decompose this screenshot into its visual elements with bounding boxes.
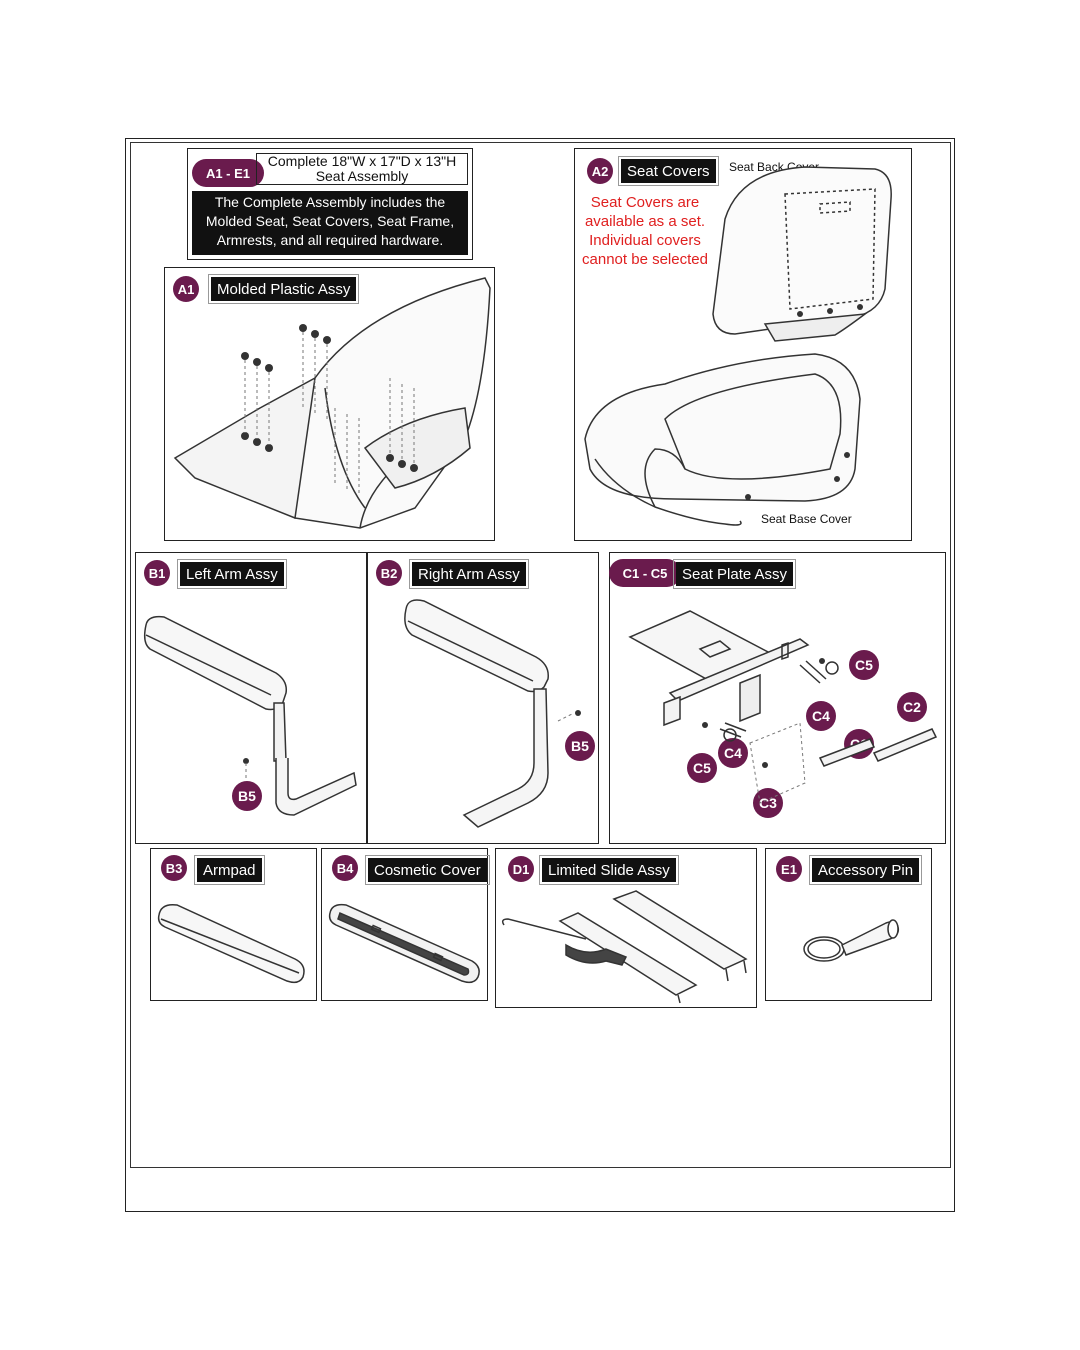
page-inner-frame bbox=[130, 142, 951, 1168]
complete-title-line2: Seat Assembly bbox=[315, 168, 409, 184]
panel-b2[interactable]: B2 Right Arm Assy B5 bbox=[367, 552, 599, 844]
panel-a2[interactable]: A2 Seat Covers Seat Back Cover Seat Cove… bbox=[574, 148, 912, 541]
panel-c[interactable]: C1 - C5 Seat Plate Assy C5 C4 C2 C1 C4 C… bbox=[609, 552, 946, 844]
note-line1: Seat Covers are bbox=[590, 194, 700, 211]
complete-desc-line1: The Complete Assembly includes the bbox=[214, 194, 446, 210]
badge-d1: D1 bbox=[508, 856, 534, 882]
label-b2: Right Arm Assy bbox=[409, 559, 529, 589]
panel-d1[interactable]: D1 Limited Slide Assy bbox=[495, 848, 757, 1008]
badge-b3: B3 bbox=[161, 855, 187, 881]
right-arm-illustration bbox=[404, 599, 581, 828]
callout-c5-bottom: C5 bbox=[687, 753, 717, 783]
callout-c4-top: C4 bbox=[806, 701, 836, 731]
badge-complete[interactable]: A1 - E1 bbox=[192, 159, 264, 187]
label-b3: Armpad bbox=[194, 855, 265, 885]
panel-b4[interactable]: B4 Cosmetic Cover bbox=[321, 848, 490, 1001]
note-line4: cannot be selected bbox=[582, 251, 708, 268]
badge-c: C1 - C5 bbox=[609, 559, 681, 587]
accessory-pin-illustration bbox=[803, 919, 900, 962]
panel-b3[interactable]: B3 Armpad bbox=[150, 848, 317, 1001]
badge-b1: B1 bbox=[144, 560, 170, 586]
complete-desc-line2: Molded Seat, Seat Covers, Seat Frame, bbox=[205, 213, 455, 229]
label-a1: Molded Plastic Assy bbox=[207, 274, 360, 304]
badge-b4: B4 bbox=[332, 855, 358, 881]
limited-slide-illustration bbox=[501, 890, 748, 1004]
cosmetic-cover-illustration bbox=[328, 903, 480, 984]
callout-c4-bottom: C4 bbox=[718, 738, 748, 768]
page-outer-frame bbox=[125, 138, 955, 1212]
callout-c5-top: C5 bbox=[849, 650, 879, 680]
seat-base-cover-label: Seat Base Cover bbox=[761, 512, 852, 526]
callout-b5-left: B5 bbox=[232, 781, 262, 811]
label-b1: Left Arm Assy bbox=[177, 559, 287, 589]
complete-title: Complete 18"W x 17"D x 13"H Seat Assembl… bbox=[256, 153, 468, 185]
panel-b1[interactable]: B1 Left Arm Assy B5 bbox=[135, 552, 367, 844]
panel-a1[interactable]: A1 Molded Plastic Assy bbox=[164, 267, 495, 541]
callout-c2: C2 bbox=[897, 692, 927, 722]
label-c: Seat Plate Assy bbox=[672, 559, 797, 589]
label-b4: Cosmetic Cover bbox=[365, 855, 490, 885]
complete-description: The Complete Assembly includes the Molde… bbox=[192, 191, 468, 255]
label-d1: Limited Slide Assy bbox=[539, 855, 679, 885]
note-line2: available as a set. bbox=[584, 213, 706, 230]
badge-e1: E1 bbox=[776, 856, 802, 882]
badge-b2: B2 bbox=[376, 560, 402, 586]
seat-covers-illustration bbox=[584, 166, 892, 526]
callout-c3: C3 bbox=[753, 788, 783, 818]
complete-desc-line3: Armrests, and all required hardware. bbox=[216, 232, 444, 248]
seat-covers-note: Seat Covers are available as a set. Indi… bbox=[577, 193, 713, 269]
note-line3: Individual covers bbox=[589, 232, 701, 249]
badge-a1: A1 bbox=[173, 276, 199, 302]
label-a2: Seat Covers bbox=[618, 156, 719, 186]
badge-a2: A2 bbox=[587, 158, 613, 184]
callout-b5-right: B5 bbox=[565, 731, 595, 761]
molded-seat-illustration bbox=[173, 277, 491, 529]
complete-title-line1: Complete 18"W x 17"D x 13"H bbox=[267, 153, 457, 169]
label-e1: Accessory Pin bbox=[808, 855, 923, 885]
left-arm-illustration bbox=[143, 615, 357, 816]
armpad-illustration bbox=[157, 903, 305, 984]
complete-assembly-box: A1 - E1 Complete 18"W x 17"D x 13"H Seat… bbox=[187, 148, 473, 260]
seat-plate-illustration bbox=[628, 610, 938, 804]
panel-e1[interactable]: E1 Accessory Pin bbox=[765, 848, 932, 1001]
